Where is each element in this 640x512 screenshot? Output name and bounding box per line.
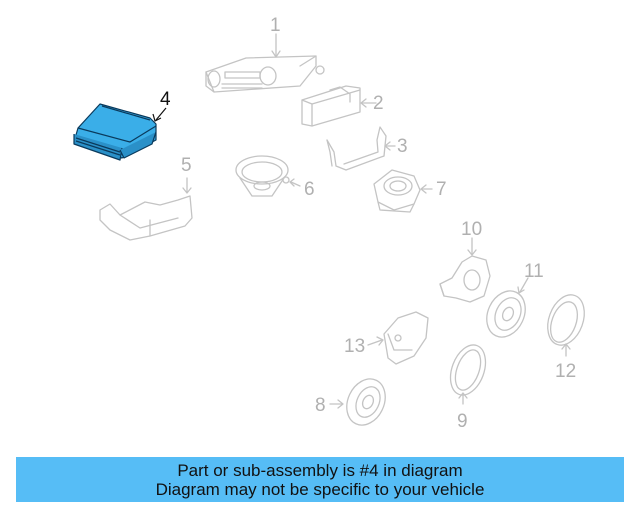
part-7-speaker[interactable] [373, 169, 433, 213]
callout-9[interactable]: 9 [457, 411, 468, 432]
part-3-bracket[interactable] [326, 126, 396, 171]
callout-10[interactable]: 10 [461, 219, 483, 240]
callout-8[interactable]: 8 [315, 395, 326, 416]
part-12-ring[interactable] [541, 290, 591, 357]
part-1-radio-unit[interactable] [205, 33, 325, 93]
callout-11[interactable]: 11 [524, 261, 544, 282]
banner-line-part-number: Part or sub-assembly is #4 in diagram [177, 461, 463, 480]
callout-7[interactable]: 7 [436, 179, 447, 200]
part-10-bracket[interactable] [439, 237, 491, 303]
info-banner: Part or sub-assembly is #4 in diagram Di… [16, 457, 624, 502]
part-13-housing[interactable] [367, 311, 429, 365]
part-11-woofer[interactable] [480, 277, 533, 343]
banner-line-disclaimer: Diagram may not be specific to your vehi… [155, 480, 485, 499]
part-8-speaker[interactable] [329, 373, 392, 432]
part-4-highlighted-module[interactable] [73, 103, 167, 161]
callout-1[interactable]: 1 [270, 15, 281, 36]
part-6-speaker[interactable] [235, 155, 301, 197]
callout-4[interactable]: 4 [160, 89, 171, 110]
part-2-module[interactable] [301, 85, 377, 127]
part-5-tray[interactable] [99, 177, 193, 241]
callout-12[interactable]: 12 [555, 361, 577, 382]
callout-13[interactable]: 13 [344, 336, 366, 357]
callout-5[interactable]: 5 [181, 155, 192, 176]
callout-2[interactable]: 2 [373, 93, 384, 114]
callout-3[interactable]: 3 [397, 136, 408, 157]
part-9-ring[interactable] [444, 340, 492, 405]
callout-6[interactable]: 6 [304, 179, 315, 200]
